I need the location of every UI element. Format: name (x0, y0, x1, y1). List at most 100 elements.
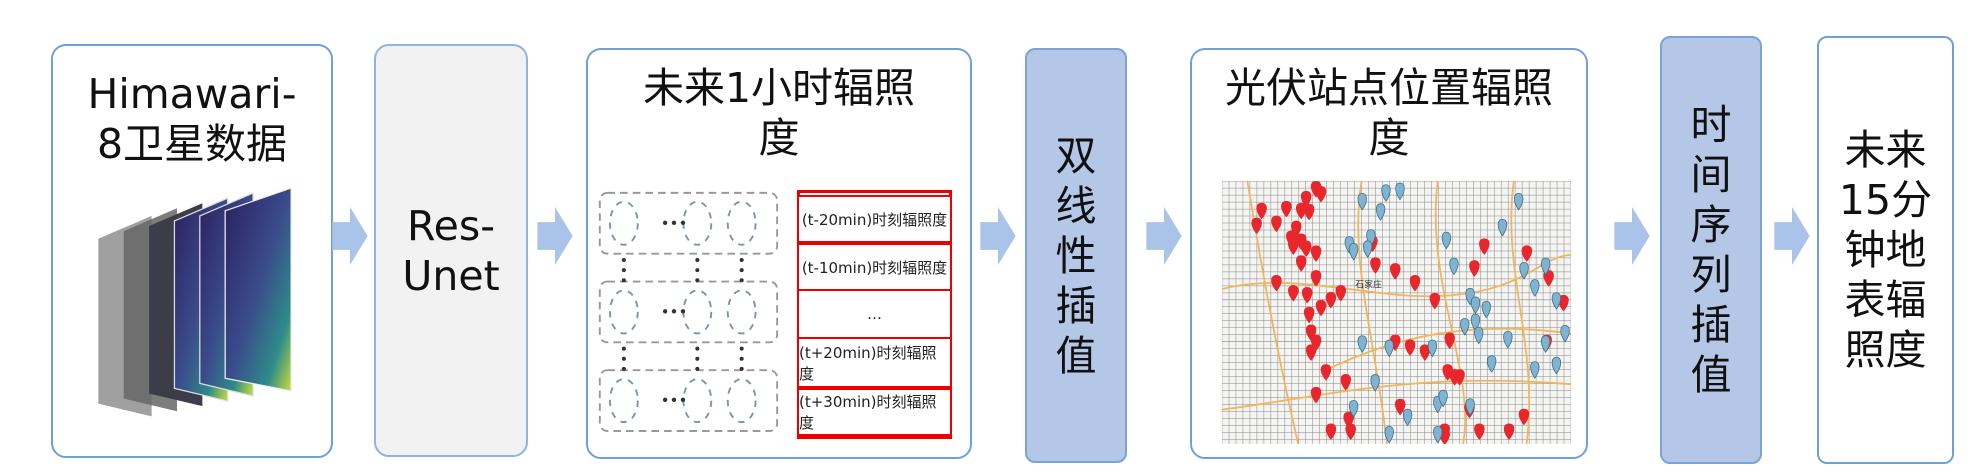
pv-station-pin-red (1310, 245, 1322, 262)
pv-station-pin-blue (1470, 313, 1481, 332)
connector-dot (695, 366, 700, 371)
pv-station-pin-red (1479, 238, 1490, 255)
pv-station-pin-blue (1427, 339, 1438, 358)
pv-station-pin-red (1325, 423, 1337, 441)
table-row: (t+20min)时刻辐照度 (797, 337, 952, 388)
pv-station-pin-red (1419, 344, 1431, 361)
bilinear-interpolation-box: 双线性插值 (1025, 48, 1127, 463)
arrow-icon (1774, 207, 1810, 265)
pv-station-pin-blue (1530, 361, 1540, 379)
connector-dot (739, 366, 744, 371)
neuron-node (682, 378, 713, 424)
pv-station-pin-red (1335, 284, 1347, 302)
pv-station-pin-blue (1357, 192, 1367, 211)
pv-station-pin-red (1503, 423, 1515, 441)
layer-group (598, 280, 779, 344)
pv-station-pin-blue (1402, 408, 1413, 427)
pv-station-pin-blue (1551, 356, 1562, 375)
pv-station-pin-red (1325, 291, 1337, 309)
connector-dot (739, 268, 744, 273)
pv-station-pin-blue (1530, 279, 1540, 297)
table-row: (t-10min)时刻辐照度 (797, 243, 952, 291)
connector-dot (695, 278, 700, 283)
pv-station-pin-red (1288, 284, 1299, 302)
road (1510, 181, 1531, 444)
pv-station-pin-red (1256, 202, 1267, 220)
satellite-data-box: Himawari-8卫星数据 (51, 44, 333, 458)
pv-station-pin-red (1429, 292, 1441, 310)
pv-station-pin-blue (1370, 374, 1380, 392)
station-irradiance-label: 光伏站点位置辐照度 (1225, 64, 1553, 162)
pv-station-pin-red (1271, 215, 1282, 233)
layer-group (598, 191, 779, 255)
pv-station-pin-red (1345, 423, 1356, 441)
pv-station-pin-blue (1560, 324, 1570, 343)
ellipsis-text: ••• (661, 214, 688, 232)
pv-station-pin-red (1404, 339, 1416, 356)
connector-dot (739, 278, 744, 283)
pv-station-pin-red (1394, 398, 1406, 416)
pv-station-pin-blue (1384, 339, 1394, 358)
pv-station-pin-blue (1497, 218, 1508, 237)
pv-station-pin-blue (1519, 261, 1529, 280)
pv-station-pin-blue (1460, 318, 1470, 336)
pv-station-pin-blue (1375, 203, 1386, 221)
timeseries-interpolation-label: 时间序列插值 (1690, 101, 1732, 399)
pv-station-pin-red (1439, 423, 1450, 441)
pv-station-pin-blue (1384, 425, 1394, 444)
pv-station-pin-red (1315, 299, 1327, 317)
pv-station-pin-blue (1503, 331, 1513, 349)
pv-station-pin-blue (1438, 389, 1448, 408)
connector-dot (695, 356, 700, 361)
connector-dot (621, 346, 626, 351)
neuron-node (608, 378, 639, 424)
pv-station-pin-red (1442, 364, 1453, 381)
connector-dot (621, 268, 626, 273)
neuron-node (726, 289, 757, 335)
pv-station-pin-blue (1513, 192, 1524, 211)
pv-station-pin-blue (1433, 425, 1443, 444)
neuron-node (726, 378, 757, 424)
connector-dot (739, 257, 744, 263)
pv-station-pin-blue (1465, 398, 1475, 416)
table-row: … (797, 291, 952, 337)
network-grid: ••• ••• ••• (598, 191, 779, 432)
connector-dot (695, 346, 700, 351)
pv-station-pin-blue (1348, 400, 1359, 418)
satellite-data-label: Himawari-8卫星数据 (87, 70, 297, 168)
pv-station-pin-blue (1470, 296, 1481, 315)
pv-station-pin-red (1469, 260, 1480, 277)
connector-dot (621, 257, 626, 263)
neuron-node (726, 200, 757, 246)
pv-station-pin-red (1474, 423, 1485, 441)
pv-station-pin-blue (1441, 231, 1452, 250)
pv-station-pin-red (1303, 306, 1315, 324)
neuron-node (608, 289, 639, 335)
res-unet-box: Res-Unet (374, 44, 528, 457)
arrow-icon (980, 207, 1016, 265)
table-row: (t+30min)时刻辐照度 (797, 388, 952, 436)
pv-station-pin-blue (1551, 292, 1562, 310)
pv-station-pin-red (1251, 217, 1262, 235)
ellipsis-text: ••• (661, 303, 688, 321)
pv-station-pin-red (1303, 203, 1315, 221)
pv-station-pin-red (1295, 202, 1307, 220)
map-city-label: 石家庄 (1355, 279, 1382, 291)
pv-station-pin-blue (1487, 355, 1497, 373)
connector-dot (621, 278, 626, 283)
pv-station-pin-red (1271, 275, 1282, 292)
pv-station-pin-red (1389, 263, 1401, 280)
station-map: 石家庄 (1222, 181, 1571, 444)
pv-station-pin-red (1518, 408, 1530, 426)
ellipsis-text: ••• (661, 392, 688, 410)
pv-station-pin-red (1340, 374, 1351, 391)
road (1434, 181, 1467, 444)
table-row: (t-20min)时刻辐照度 (797, 195, 952, 243)
pv-station-pin-blue (1474, 326, 1484, 345)
arrow-icon (1614, 207, 1650, 265)
pv-station-pin-red (1454, 369, 1465, 386)
connector-dot (739, 346, 744, 351)
connector-dot (621, 356, 626, 361)
pv-station-pin-blue (1395, 182, 1405, 201)
